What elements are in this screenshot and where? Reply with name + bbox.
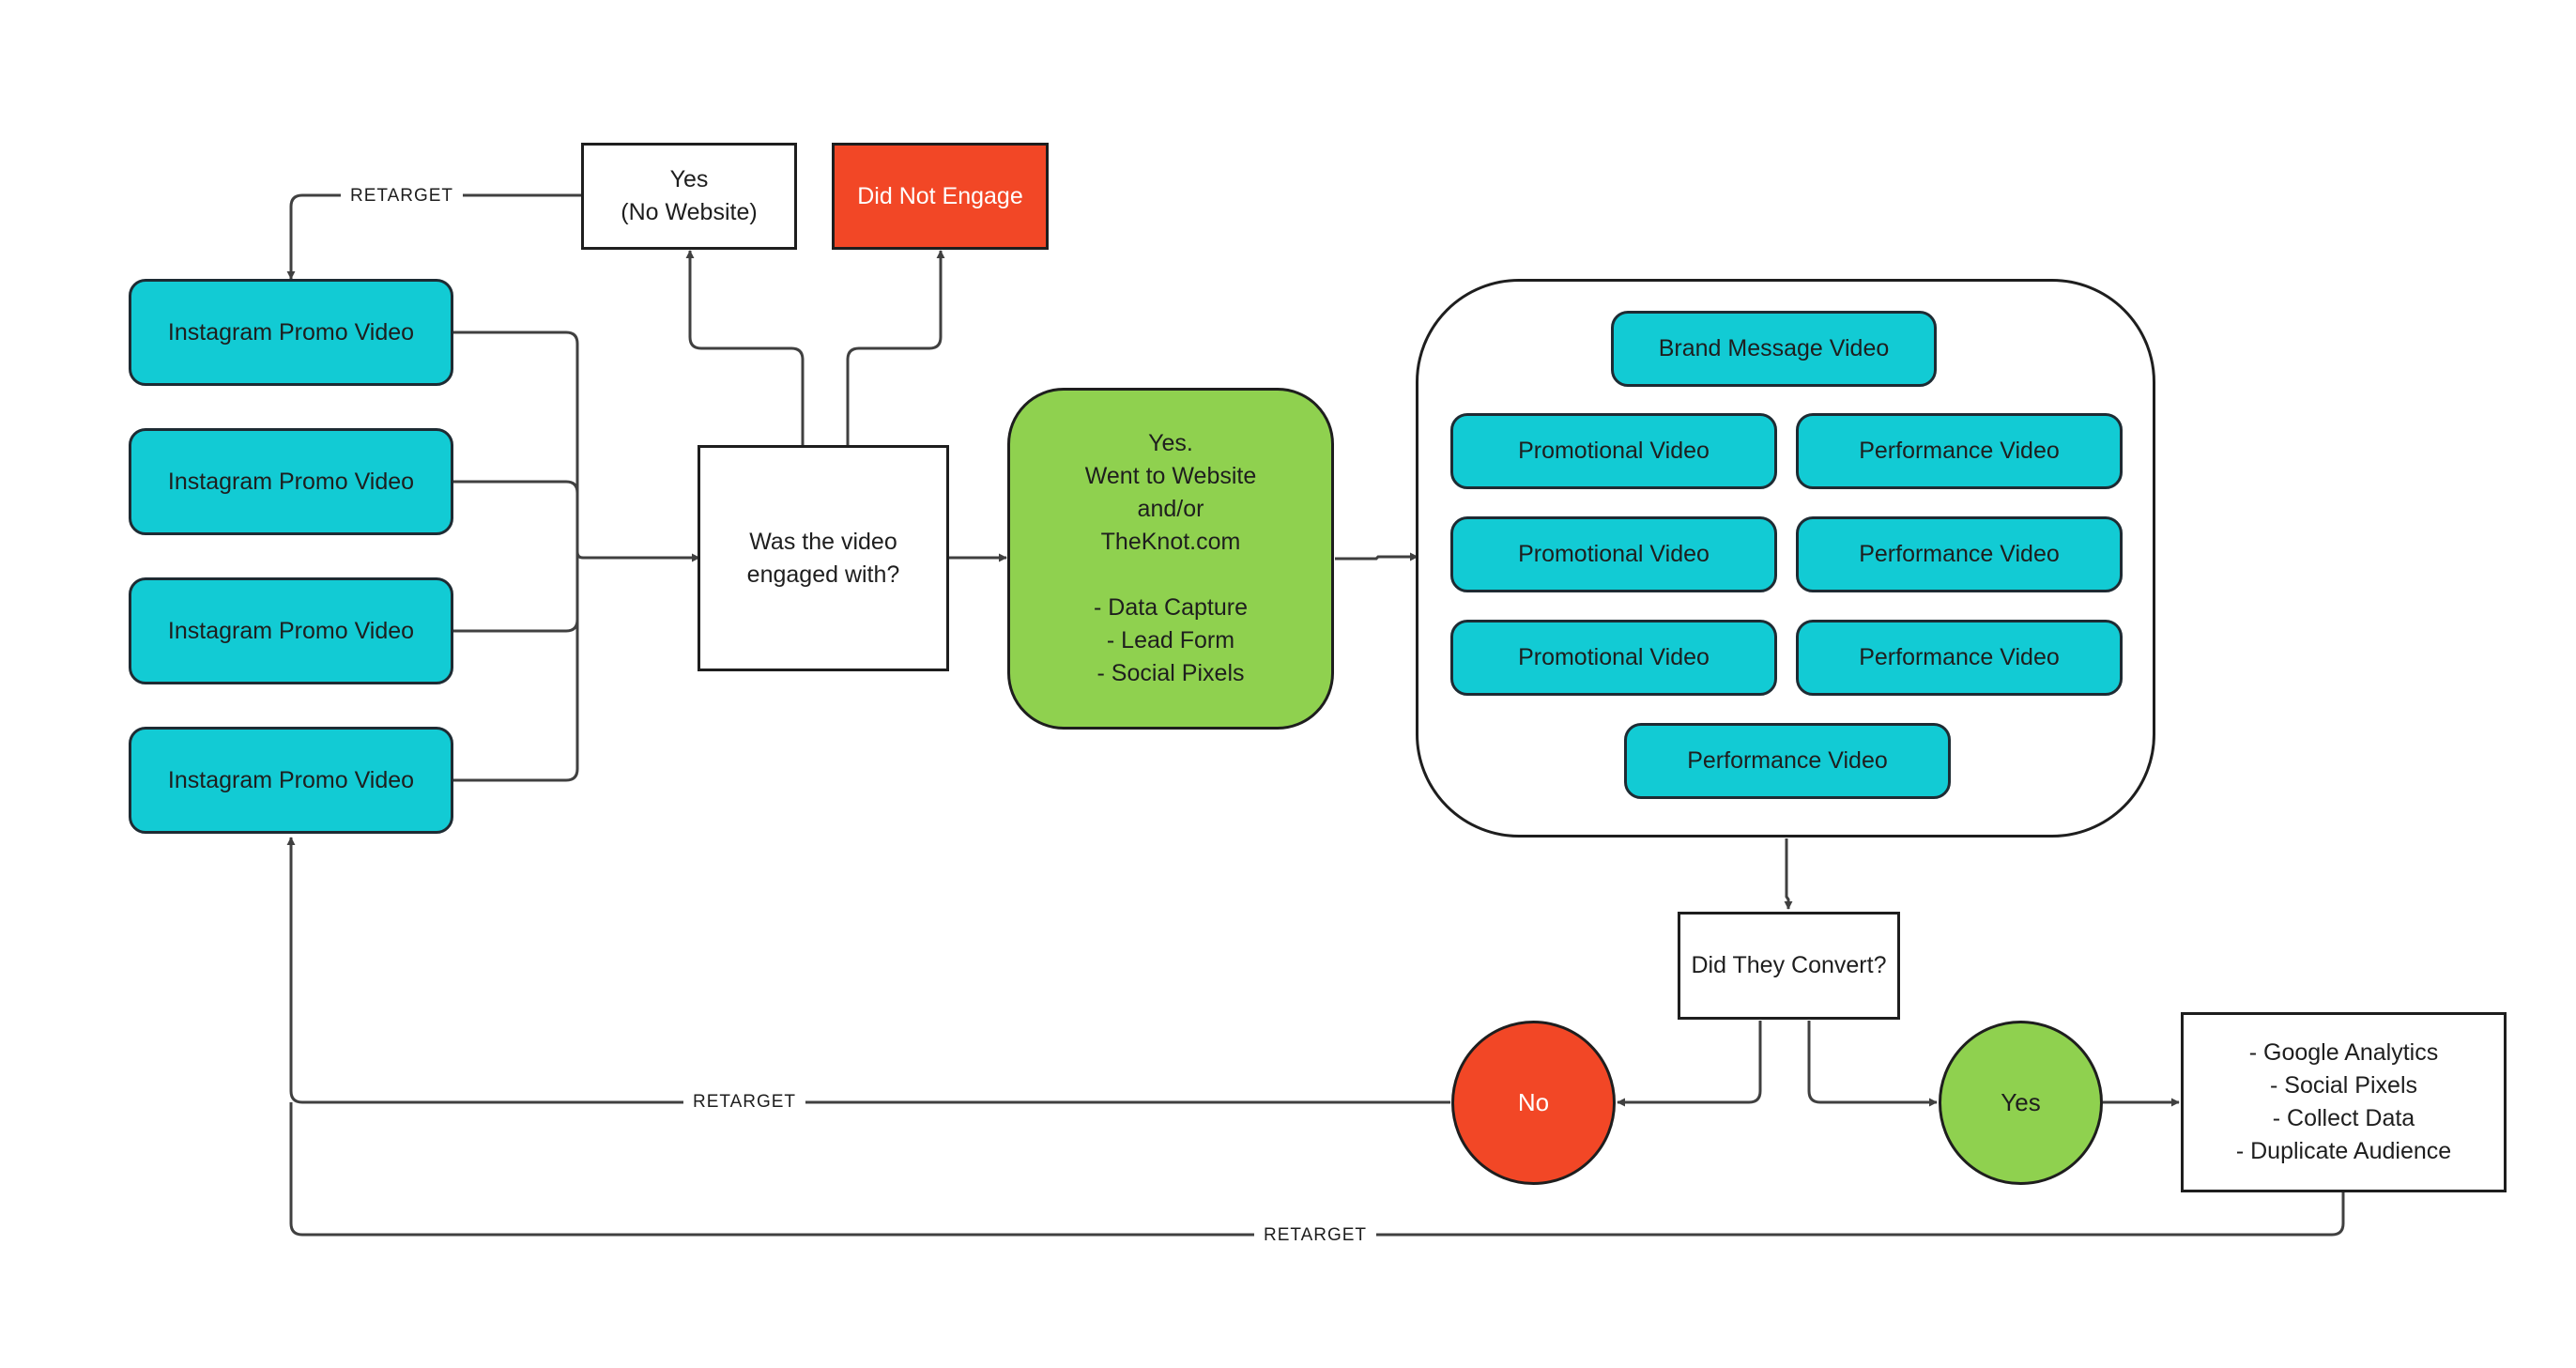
went-to-website-line-4: TheKnot.com: [1100, 529, 1241, 555]
performance-video-4[interactable]: Performance Video: [1624, 723, 1951, 799]
went-to-website-line-8: - Social Pixels: [1096, 660, 1245, 686]
performance-video-1[interactable]: Performance Video: [1796, 413, 2123, 489]
instagram-promo-video-4[interactable]: Instagram Promo Video: [129, 727, 453, 834]
yes-node[interactable]: Yes: [1939, 1021, 2103, 1185]
question-engaged-line-1: Was the video: [749, 528, 897, 555]
edge-group-convert: [1784, 838, 1793, 910]
outcomes-line-3: - Collect Data: [2272, 1105, 2415, 1131]
went-to-website-line-1: Yes.: [1148, 430, 1193, 456]
edge-retarget-top: [286, 193, 583, 280]
retarget-label-bottom: RETARGET: [1253, 1224, 1377, 1247]
outcomes-line-1: - Google Analytics: [2248, 1039, 2439, 1066]
went-to-website-node[interactable]: Yes. Went to Website and/or TheKnot.com …: [1007, 388, 1334, 730]
edge-convert-no: [1617, 1021, 1762, 1107]
promotional-video-2[interactable]: Promotional Video: [1450, 516, 1777, 592]
brand-message-video[interactable]: Brand Message Video: [1611, 311, 1937, 387]
edge-q-yes: [685, 250, 805, 446]
yes-no-website-node[interactable]: Yes (No Website): [581, 143, 797, 250]
went-to-website-line-2: Went to Website: [1084, 463, 1257, 489]
promotional-video-3[interactable]: Promotional Video: [1450, 620, 1777, 696]
edge-promo-2: [453, 480, 579, 558]
went-to-website-line-6: - Data Capture: [1094, 594, 1248, 621]
edge-promo-1: [453, 330, 700, 562]
edge-convert-yes: [1807, 1021, 1938, 1107]
edge-promo-3: [453, 558, 579, 633]
performance-video-3[interactable]: Performance Video: [1796, 620, 2123, 696]
outcomes-line-4: - Duplicate Audience: [2235, 1138, 2452, 1164]
edge-green-group: [1335, 552, 1418, 561]
promotional-video-1[interactable]: Promotional Video: [1450, 413, 1777, 489]
outcomes-node[interactable]: - Google Analytics - Social Pixels - Col…: [2181, 1012, 2507, 1192]
yes-no-website-line-2: (No Website): [621, 199, 758, 225]
no-node[interactable]: No: [1451, 1021, 1616, 1185]
instagram-promo-video-2[interactable]: Instagram Promo Video: [129, 428, 453, 535]
went-to-website-line-3: and/or: [1137, 496, 1204, 522]
retarget-label-no: RETARGET: [682, 1091, 806, 1114]
yes-no-website-line-1: Yes: [669, 166, 709, 192]
edge-q-no: [846, 250, 945, 446]
performance-video-2[interactable]: Performance Video: [1796, 516, 2123, 592]
question-convert-node[interactable]: Did They Convert?: [1678, 912, 1900, 1020]
went-to-website-line-7: - Lead Form: [1106, 627, 1235, 653]
retarget-label-top: RETARGET: [340, 185, 464, 208]
outcomes-line-2: - Social Pixels: [2270, 1072, 2417, 1099]
edge-retarget-no: [286, 837, 1450, 1104]
did-not-engage-node[interactable]: Did Not Engage: [832, 143, 1049, 250]
instagram-promo-video-3[interactable]: Instagram Promo Video: [129, 577, 453, 684]
instagram-promo-video-1[interactable]: Instagram Promo Video: [129, 279, 453, 386]
question-engaged-node[interactable]: Was the video engaged with?: [698, 445, 949, 671]
edge-promo-4: [453, 558, 579, 782]
question-engaged-line-2: engaged with?: [746, 561, 900, 588]
